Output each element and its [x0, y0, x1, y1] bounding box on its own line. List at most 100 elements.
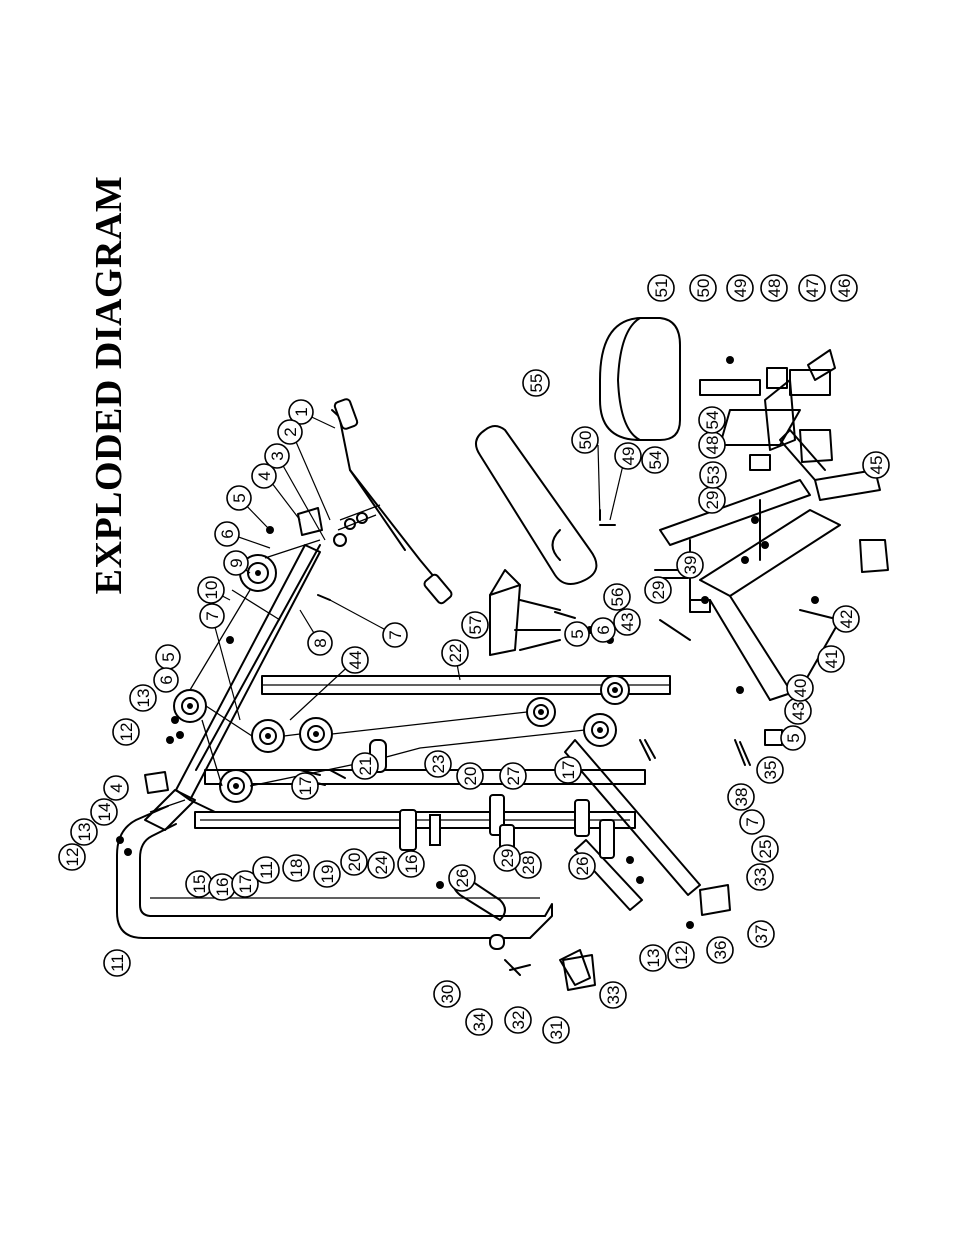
svg-text:11: 11: [108, 954, 127, 972]
svg-text:5: 5: [568, 629, 587, 638]
svg-text:29: 29: [498, 849, 517, 868]
svg-text:34: 34: [470, 1013, 489, 1032]
svg-text:41: 41: [822, 650, 841, 669]
callout-21: 21: [351, 752, 379, 780]
svg-text:49: 49: [619, 447, 638, 466]
callout-50: 50: [689, 274, 717, 302]
seat-base: [659, 479, 841, 701]
svg-text:19: 19: [318, 865, 337, 884]
callout-16: 16: [397, 850, 425, 878]
callout-29: 29: [644, 576, 672, 604]
svg-text:13: 13: [644, 949, 663, 968]
svg-text:17: 17: [296, 777, 315, 796]
svg-text:55: 55: [527, 374, 546, 393]
callout-32: 32: [504, 1006, 532, 1034]
callout-12: 12: [58, 843, 86, 871]
callout-20: 20: [340, 848, 368, 876]
callout-51: 51: [647, 274, 675, 302]
svg-text:35: 35: [761, 761, 780, 780]
svg-text:31: 31: [547, 1021, 566, 1040]
pulleys: [173, 554, 630, 803]
callout-19: 19: [313, 860, 341, 888]
callout-31: 31: [542, 1016, 570, 1044]
callout-17: 17: [291, 772, 319, 800]
svg-text:43: 43: [618, 613, 637, 632]
svg-text:5: 5: [230, 493, 249, 502]
callout-4: 4: [103, 775, 129, 801]
callout-36: 36: [706, 936, 734, 964]
ankle-attachment: [489, 569, 561, 656]
callout-16: 16: [208, 873, 236, 901]
callout-45: 45: [862, 451, 890, 479]
callout-9: 9: [223, 550, 249, 576]
svg-text:54: 54: [703, 411, 722, 430]
callout-54: 54: [698, 406, 726, 434]
svg-text:43: 43: [789, 702, 808, 721]
svg-text:32: 32: [509, 1011, 528, 1030]
callout-48: 48: [760, 274, 788, 302]
callout-22: 22: [441, 639, 469, 667]
callout-11: 11: [103, 949, 131, 977]
callout-13: 13: [129, 684, 157, 712]
bracket-plate: [144, 789, 196, 831]
svg-text:7: 7: [386, 630, 405, 639]
callout-38: 38: [727, 783, 755, 811]
svg-text:18: 18: [287, 859, 306, 878]
callout-40: 40: [786, 674, 814, 702]
svg-text:23: 23: [429, 755, 448, 774]
svg-text:28: 28: [519, 856, 538, 875]
callout-49: 49: [614, 442, 642, 470]
svg-text:45: 45: [867, 456, 886, 475]
svg-text:13: 13: [134, 689, 153, 708]
svg-text:46: 46: [835, 279, 854, 298]
seat-post: [699, 379, 761, 396]
svg-text:57: 57: [466, 616, 485, 635]
svg-text:30: 30: [438, 985, 457, 1004]
callout-55: 55: [522, 369, 550, 397]
chain: [333, 504, 381, 547]
callout-46: 46: [830, 274, 858, 302]
svg-text:9: 9: [227, 558, 246, 567]
svg-text:51: 51: [652, 279, 671, 298]
svg-text:20: 20: [461, 767, 480, 786]
svg-text:22: 22: [446, 644, 465, 663]
callout-17: 17: [554, 756, 582, 784]
upper-boom: [175, 544, 321, 813]
svg-text:56: 56: [608, 588, 627, 607]
svg-text:3: 3: [268, 451, 287, 460]
svg-text:12: 12: [63, 848, 82, 867]
svg-text:38: 38: [732, 788, 751, 807]
callout-56: 56: [603, 583, 631, 611]
svg-text:2: 2: [281, 427, 300, 436]
callout-12: 12: [667, 941, 695, 969]
callout-14: 14: [90, 798, 118, 826]
callout-27: 27: [499, 762, 527, 790]
svg-text:26: 26: [453, 869, 472, 888]
svg-text:4: 4: [255, 471, 274, 480]
rear-tube: [559, 739, 701, 986]
callout-35: 35: [756, 756, 784, 784]
callout-53: 53: [699, 461, 727, 489]
callout-6: 6: [214, 521, 240, 547]
callout-43: 43: [613, 608, 641, 636]
svg-text:25: 25: [756, 840, 775, 859]
callout-48: 48: [698, 431, 726, 459]
callout-29: 29: [698, 486, 726, 514]
callout-13: 13: [639, 944, 667, 972]
callout-5: 5: [155, 644, 181, 670]
svg-text:7: 7: [743, 817, 762, 826]
callouts: 1 2 3 4 5 6 9 10 7 8 7 22 44 5 6 13 12 4…: [58, 274, 890, 1044]
callout-1: 1: [288, 399, 314, 425]
callout-28: 28: [514, 851, 542, 879]
callout-2: 2: [277, 419, 303, 445]
weight-plates: [369, 739, 615, 976]
svg-text:6: 6: [594, 625, 613, 634]
callout-7: 7: [382, 622, 408, 648]
callout-10: 10: [197, 576, 225, 604]
callout-39: 39: [676, 551, 704, 579]
svg-text:27: 27: [504, 767, 523, 786]
svg-text:8: 8: [311, 638, 330, 647]
callout-42: 42: [832, 605, 860, 633]
callout-6: 6: [590, 617, 616, 643]
svg-text:12: 12: [672, 946, 691, 965]
